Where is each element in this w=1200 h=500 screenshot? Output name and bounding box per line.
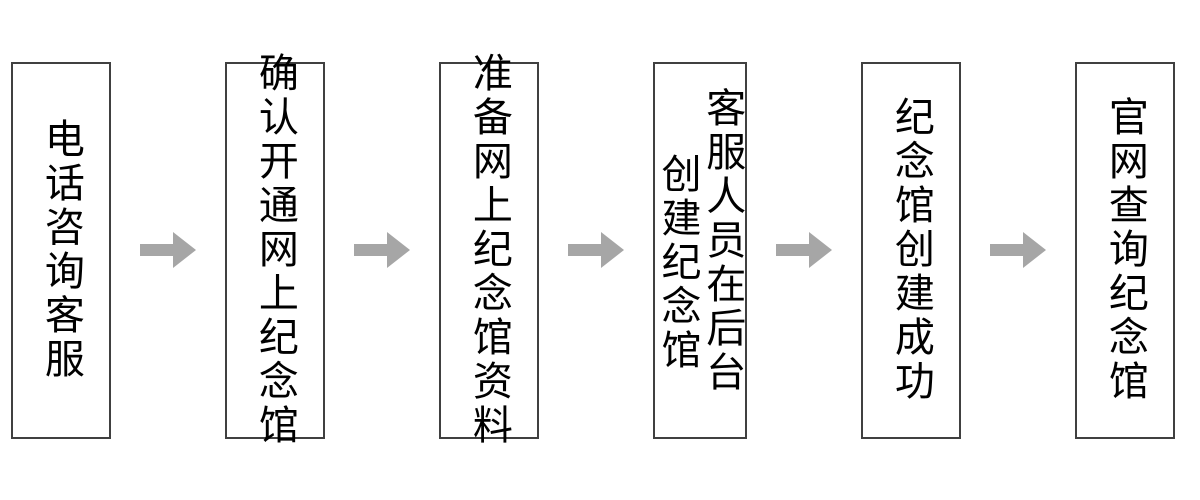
connector-gap-1b — [196, 250, 225, 251]
right-arrow-icon — [989, 232, 1046, 268]
connector-gap-3a — [539, 250, 568, 251]
flow-step-4[interactable]: 客服人员在后台 创建纪念馆 — [652, 61, 747, 439]
connector-gap-4b — [832, 250, 861, 251]
flow-step-4-label-col2: 创建纪念馆 — [654, 153, 701, 373]
right-arrow-icon — [139, 232, 196, 268]
flow-step-1-label: 电话咨询客服 — [37, 118, 84, 382]
flow-step-5-label: 纪念馆创建成功 — [887, 96, 934, 404]
leading-spacer — [0, 250, 11, 251]
flow-step-3[interactable]: 准备网上纪念馆资料 — [438, 52, 539, 448]
flow-step-2[interactable]: 确认开通网上纪念馆 — [224, 52, 325, 448]
connector-gap-5b — [1046, 250, 1075, 251]
connector-gap-2b — [410, 250, 439, 251]
connector-gap-3b — [624, 250, 653, 251]
flow-step-4-label-col1: 客服人员在后台 — [699, 87, 746, 395]
connector-gap-2a — [325, 250, 354, 251]
flow-step-3-label: 准备网上纪念馆资料 — [465, 52, 512, 448]
right-arrow-icon — [567, 232, 624, 268]
right-arrow-icon — [353, 232, 410, 268]
flow-step-4-columns: 客服人员在后台 创建纪念馆 — [654, 64, 746, 437]
flow-step-6[interactable]: 官网查询纪念馆 — [1074, 61, 1175, 439]
connector-gap-5a — [961, 250, 990, 251]
flow-step-2-label: 确认开通网上纪念馆 — [251, 52, 298, 448]
connector-gap-1a — [111, 250, 140, 251]
flow-step-5[interactable]: 纪念馆创建成功 — [860, 61, 961, 439]
right-arrow-icon — [775, 232, 832, 268]
flow-step-1[interactable]: 电话咨询客服 — [10, 61, 111, 439]
connector-gap-4a — [747, 250, 776, 251]
flow-step-6-label: 官网查询纪念馆 — [1101, 96, 1148, 404]
trailing-spacer — [1175, 250, 1200, 251]
